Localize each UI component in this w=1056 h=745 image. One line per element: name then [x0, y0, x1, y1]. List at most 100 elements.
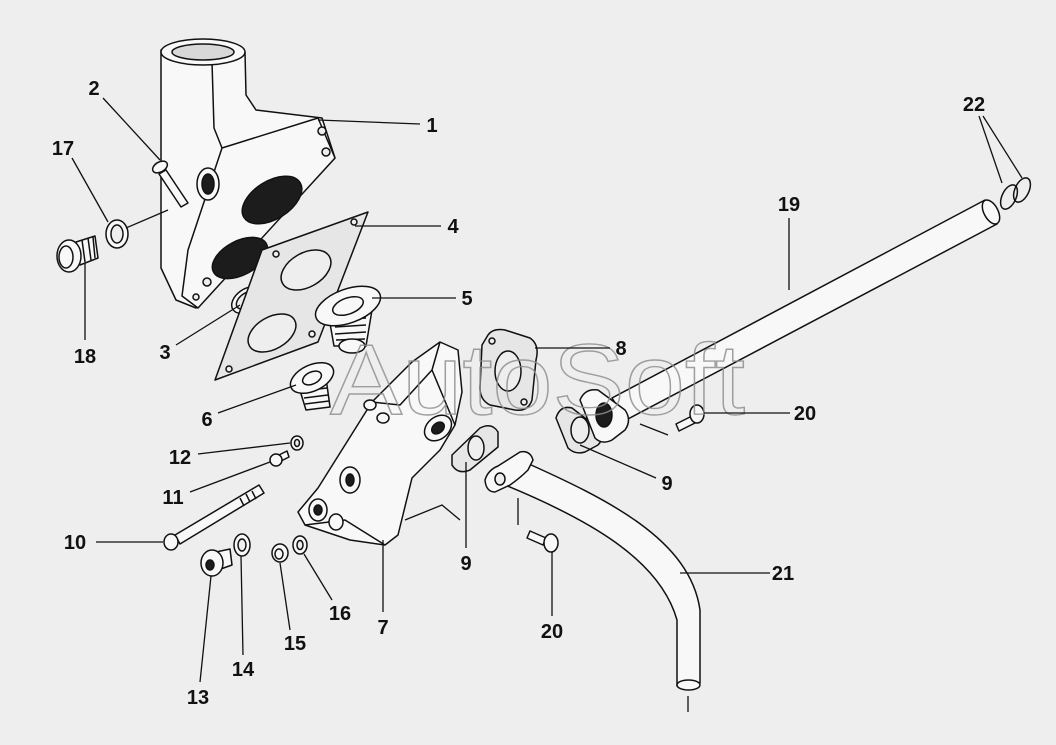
leader-line-22-b	[982, 115, 1023, 179]
callout-label-21: 21	[772, 563, 794, 585]
housing-outlet-bore	[171, 43, 235, 61]
plug-15-face	[274, 548, 284, 560]
bolt-2-head	[151, 160, 169, 174]
gasket-4-bolt-hole	[308, 330, 316, 338]
plug-13-socket	[205, 559, 215, 571]
callout-label-7: 7	[377, 617, 388, 639]
leader-line-14	[240, 555, 244, 656]
lower-housing-body	[297, 341, 463, 546]
pipe-21-end	[676, 679, 701, 691]
gasket-8-hole	[494, 350, 522, 392]
ring-22-b	[1012, 177, 1032, 203]
gasket-9-center-hole	[467, 435, 485, 461]
lower-housing-drain-port-bore	[313, 504, 323, 516]
plug-15	[271, 543, 289, 563]
callout-label-13: 13	[187, 687, 209, 709]
gasket-8-bolt-hole	[520, 398, 528, 406]
gasket-4-bolt-hole	[350, 218, 358, 226]
leader-line-12	[197, 442, 291, 455]
lower-housing-top-hole	[363, 399, 377, 411]
callout-labels: 1 2 3 4 5 6 7 8 9 9 10 11 12 13 14 15 16…	[52, 78, 985, 709]
bolt-10-thread	[239, 490, 257, 507]
lower-housing-top-hole	[376, 412, 390, 424]
gasket-9-right	[555, 406, 603, 454]
callout-label-14: 14	[232, 659, 255, 681]
gasket-4-bolt-hole	[272, 250, 280, 258]
bolt-20-bottom	[526, 530, 559, 553]
leader-line-6	[217, 384, 297, 414]
washer-16	[292, 535, 308, 555]
bolt-11	[269, 450, 290, 467]
leader-line-13	[199, 575, 212, 683]
thermostat-6	[289, 361, 335, 411]
bolt-20-right	[675, 404, 705, 432]
housing-lower-port	[211, 236, 269, 280]
bolt-11-head	[269, 453, 283, 467]
housing-bolt-hole	[202, 277, 212, 287]
rings-22	[999, 177, 1032, 210]
pipe-19-flange-bore	[595, 402, 613, 428]
housing-upper-port	[241, 175, 303, 225]
assembly-line-housing-7	[404, 504, 461, 521]
callout-label-12: 12	[169, 447, 191, 469]
callout-label-9-right: 9	[661, 473, 672, 495]
housing-bolt-hole	[192, 293, 200, 301]
callout-label-5: 5	[461, 288, 472, 310]
bolt-2	[151, 160, 189, 208]
pipe-21-flange-bore	[494, 472, 506, 486]
leader-line-22-a	[978, 115, 1003, 184]
lower-housing-port	[328, 513, 344, 531]
washer-17-inner	[110, 224, 124, 244]
pipe-21	[484, 450, 701, 691]
callout-label-9-center: 9	[460, 553, 471, 575]
thermostat-5-valve	[331, 295, 365, 317]
washer-17	[105, 219, 129, 249]
washer-12	[290, 435, 304, 451]
gasket-4-bolt-hole	[225, 365, 233, 373]
callout-label-6: 6	[201, 409, 212, 431]
lower-housing-side-port-bore	[430, 421, 446, 435]
washer-14	[233, 533, 251, 557]
leader-line-1	[317, 119, 421, 125]
callout-label-4: 4	[447, 216, 459, 238]
gasket-4-lower-hole	[247, 313, 297, 353]
callout-label-20-right: 20	[794, 403, 816, 425]
housing-side-port-bore	[201, 173, 215, 195]
bolt-10-head	[163, 533, 179, 551]
lower-housing-7	[297, 341, 463, 546]
gasket-8-bolt-hole	[488, 337, 496, 345]
callout-label-20-bottom: 20	[541, 621, 563, 643]
assembly-line-bolt-20-right	[639, 423, 669, 436]
housing-bolt-hole	[317, 126, 327, 136]
lower-housing-boss-bore	[345, 473, 355, 487]
callout-label-2: 2	[88, 78, 99, 100]
gasket-8	[479, 328, 538, 412]
pipe-19-end	[981, 199, 1001, 225]
bolt-20-right-head	[689, 404, 705, 424]
leader-line-9-right	[579, 444, 657, 479]
thermostat-6-valve	[301, 370, 323, 386]
washer-14-inner	[237, 538, 247, 552]
watermark: AutoSoft	[330, 324, 745, 436]
thermostat-5	[314, 285, 382, 354]
bolt-20-bottom-head	[543, 533, 559, 553]
housing-bolt-hole	[321, 147, 331, 157]
callout-label-22: 22	[963, 94, 985, 116]
leader-line-15	[279, 562, 291, 631]
assembly-line-washer-17	[125, 209, 169, 229]
housing-edge-line	[211, 61, 223, 149]
callout-label-16: 16	[329, 603, 351, 625]
plug-18-head-face	[58, 245, 74, 269]
callout-label-3: 3	[159, 342, 170, 364]
callout-label-19: 19	[778, 194, 800, 216]
thermostat-5-base	[338, 338, 366, 354]
gasket-9-right-hole	[570, 416, 590, 444]
lower-housing-edge-line	[371, 341, 456, 426]
callout-label-15: 15	[284, 633, 306, 655]
callout-label-10: 10	[64, 532, 86, 554]
leader-line-17	[71, 157, 109, 223]
lower-housing-front-edge	[304, 519, 386, 546]
washer-12-inner	[293, 438, 301, 448]
leader-lines	[71, 97, 1023, 712]
callout-label-17: 17	[52, 138, 74, 160]
